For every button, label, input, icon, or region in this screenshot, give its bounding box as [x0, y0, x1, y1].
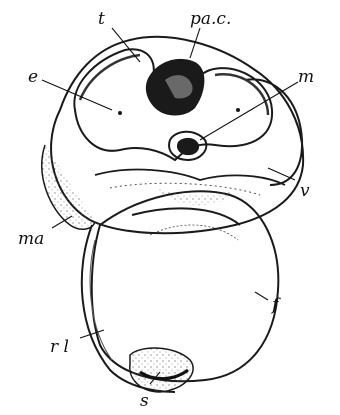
- label-pa-c: pa.c.: [190, 9, 231, 29]
- leader-m: [200, 82, 298, 140]
- label-ma: ma: [18, 229, 44, 249]
- stalk: [130, 348, 193, 392]
- label-r-l: r l: [50, 337, 69, 357]
- head-region: [42, 37, 303, 233]
- label-s: s: [140, 391, 149, 411]
- label-e: e: [28, 67, 38, 87]
- leader-v: [268, 168, 295, 180]
- label-t: t: [98, 9, 105, 29]
- label-m: m: [298, 67, 314, 87]
- leader-f: [255, 292, 268, 300]
- label-f: f: [270, 295, 281, 315]
- label-v: v: [300, 181, 310, 201]
- leader-e: [42, 80, 112, 110]
